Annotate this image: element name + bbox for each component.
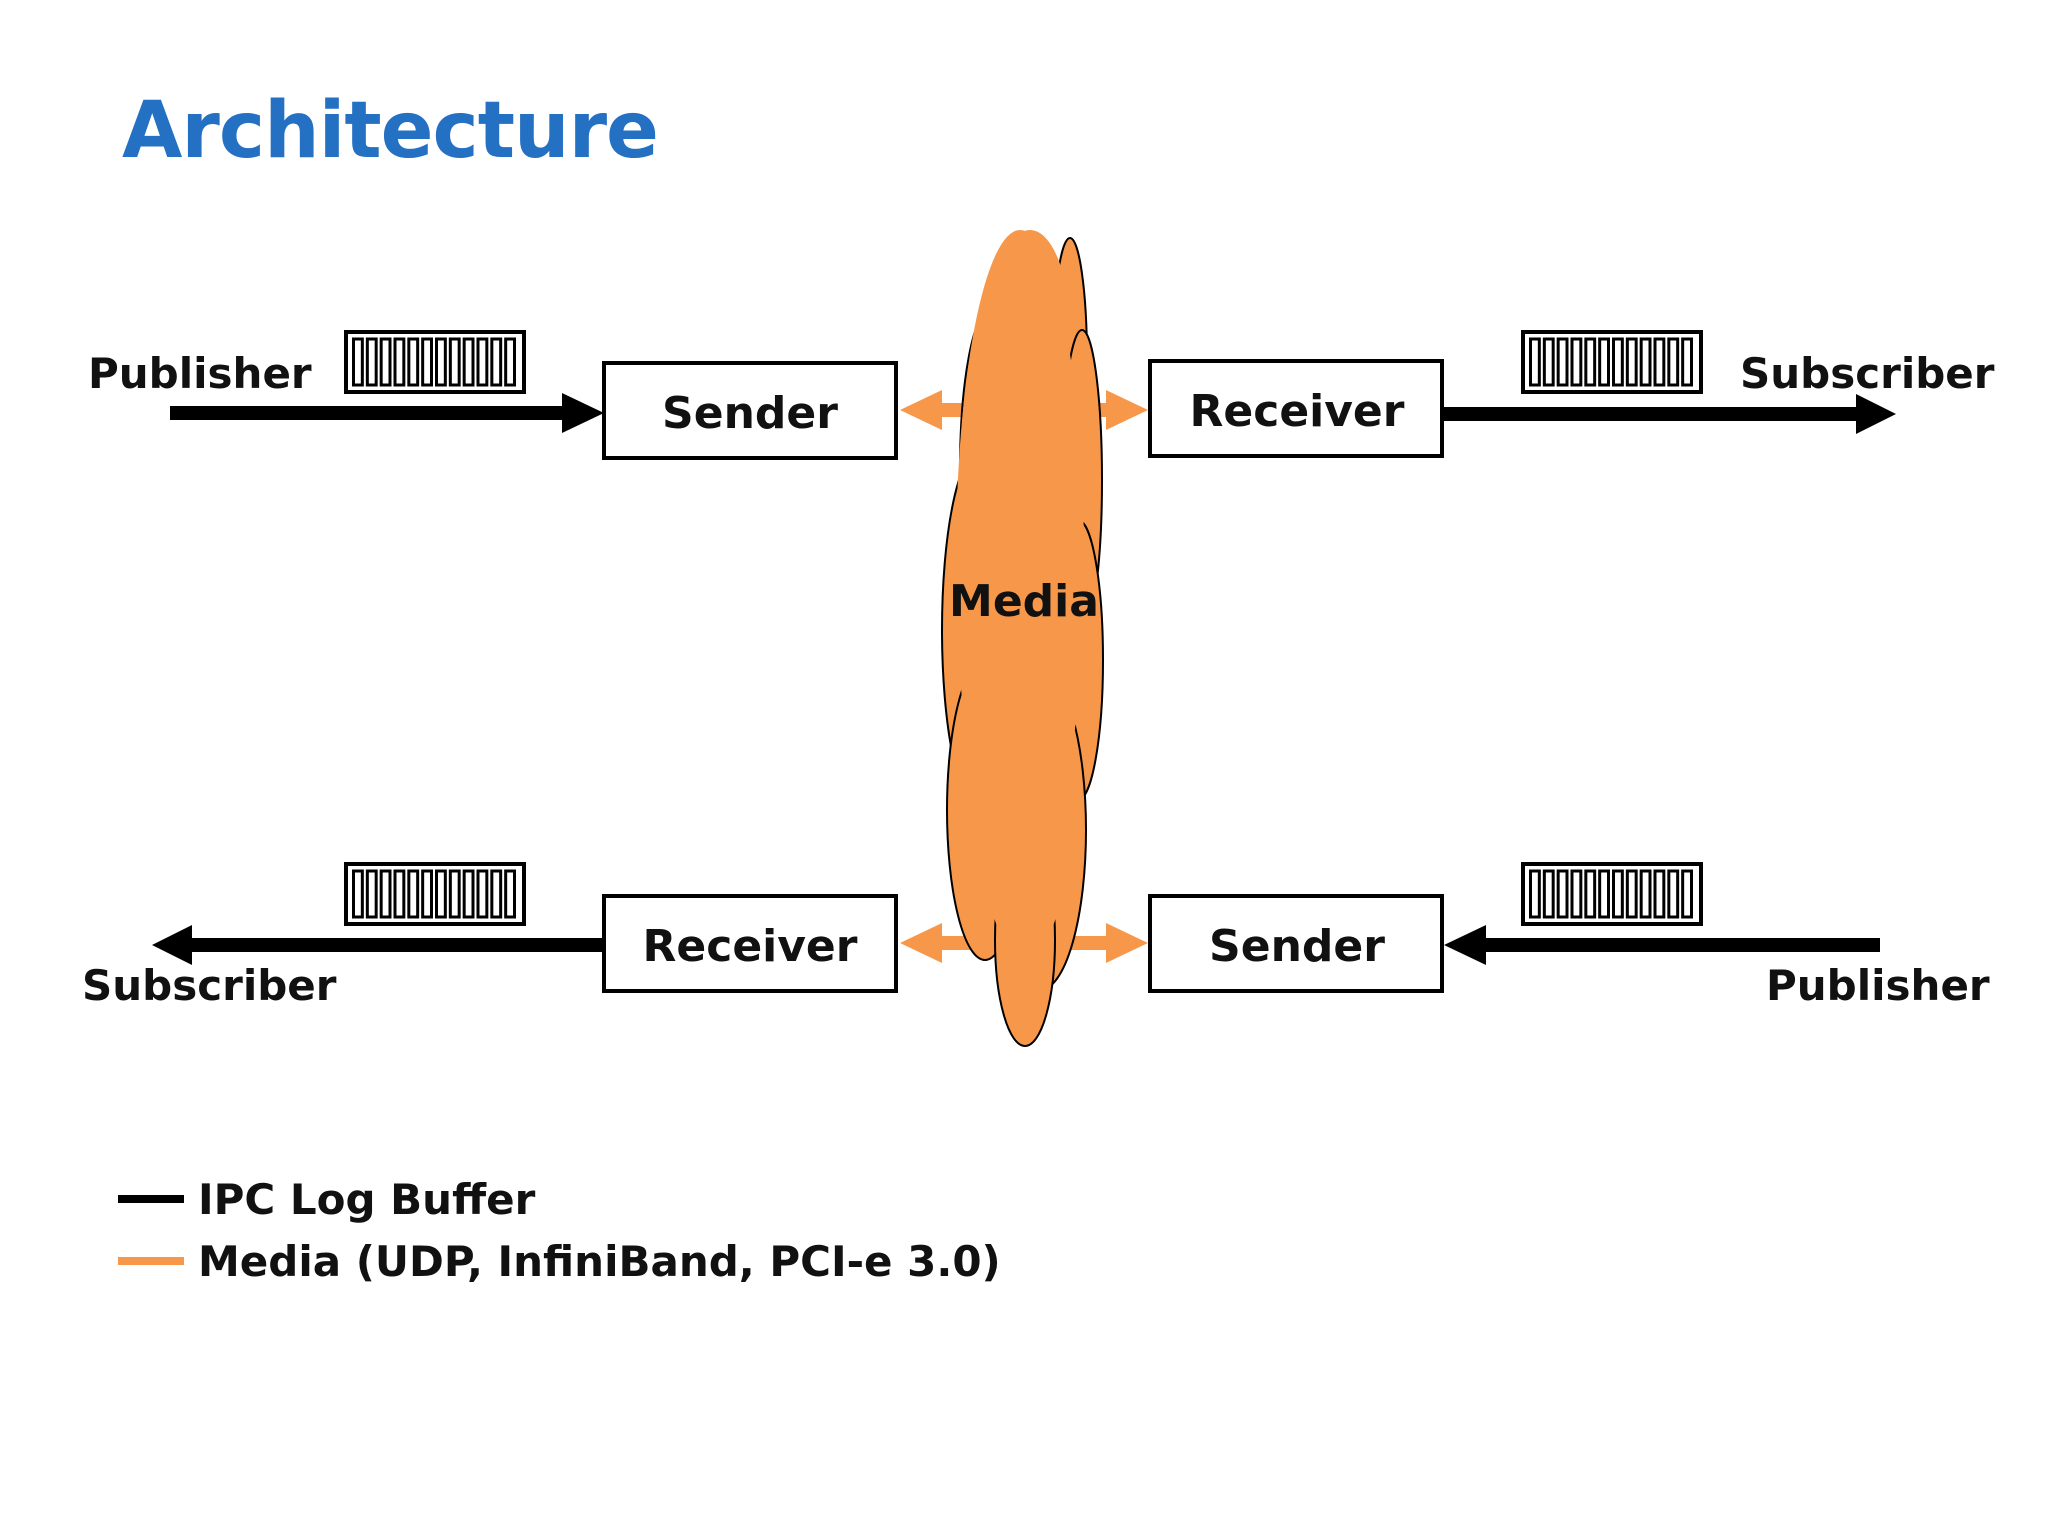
top-sender-box	[602, 361, 898, 460]
top-sender-label: Sender	[662, 388, 838, 439]
bottom-ipc-arrowhead-to-subscriber	[152, 925, 192, 965]
top-receiver-box	[1148, 359, 1444, 458]
legend-swatch-ipc	[118, 1195, 184, 1203]
bottom-receiver-box	[602, 894, 898, 993]
bottom-subscriber-label: Subscriber	[82, 961, 337, 1010]
legend: IPC Log Buffer Media (UDP, InfiniBand, P…	[118, 1168, 1001, 1292]
top-subscriber-label: Subscriber	[1740, 349, 1995, 398]
bottom-sender-label: Sender	[1209, 921, 1385, 972]
bottom-publisher-label: Publisher	[1766, 961, 1990, 1010]
top-publisher-label: Publisher	[88, 349, 312, 398]
top-log-buffer-right	[1521, 330, 1703, 394]
legend-label-media: Media (UDP, InfiniBand, PCI-e 3.0)	[198, 1236, 1001, 1286]
legend-label-ipc: IPC Log Buffer	[198, 1174, 536, 1224]
media-cloud-label: Media	[949, 576, 1099, 627]
legend-item-media: Media (UDP, InfiniBand, PCI-e 3.0)	[118, 1230, 1001, 1292]
legend-item-ipc: IPC Log Buffer	[118, 1168, 1001, 1230]
legend-swatch-media	[118, 1257, 184, 1265]
top-log-buffer-left	[344, 330, 526, 394]
top-ipc-arrowhead-to-subscriber	[1856, 394, 1896, 434]
page-title: Architecture	[122, 86, 659, 176]
bottom-log-buffer-right	[1521, 862, 1703, 926]
top-receiver-label: Receiver	[1190, 386, 1405, 437]
bottom-log-buffer-left	[344, 862, 526, 926]
media-cloud: Media	[941, 230, 1104, 1047]
bottom-ipc-arrowhead-to-sender	[1444, 925, 1486, 965]
bottom-sender-box	[1148, 894, 1444, 993]
top-ipc-arrowhead-to-sender	[562, 393, 604, 433]
bottom-receiver-label: Receiver	[643, 921, 858, 972]
